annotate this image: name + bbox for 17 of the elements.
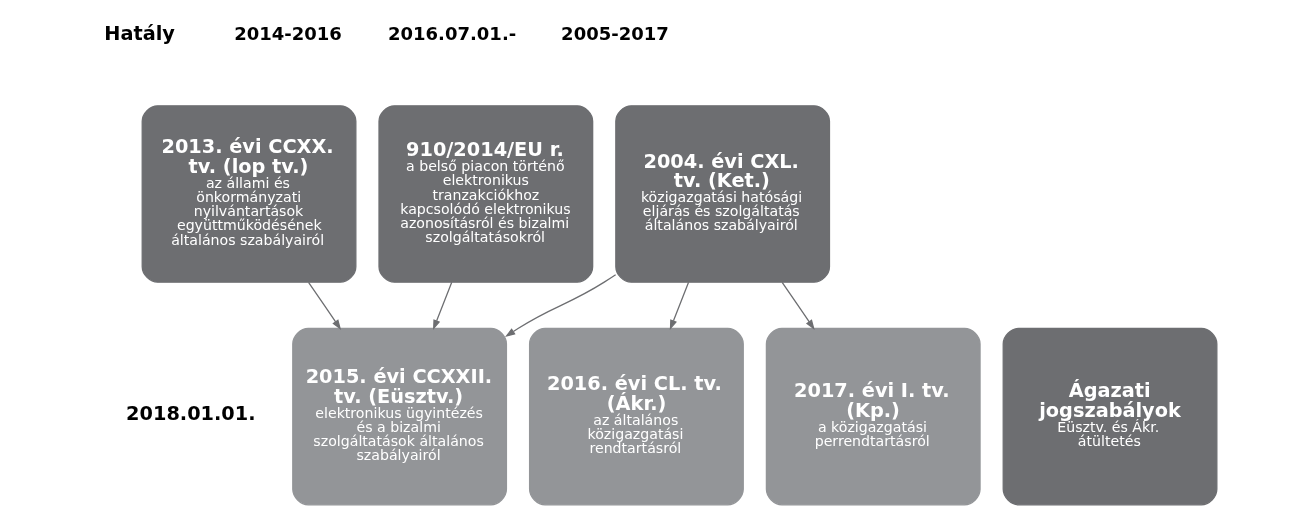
node-label: 2005-2017: [560, 22, 669, 44]
arrow: [432, 281, 452, 331]
label: 2018.01.01.: [125, 401, 256, 425]
arrow: [504, 274, 616, 337]
node-box: 2016. évi CL. tv. (Ákr.) az általános közigazgatási rendtartásról: [528, 327, 744, 506]
node-box: 2017. évi I. tv. (Kp.) a közigazgatási perrendtartásról: [765, 327, 981, 506]
node-label: 2014-2016: [233, 22, 342, 44]
label: Hatály: [103, 21, 175, 45]
node-label: 2016.07.01.-: [387, 22, 516, 44]
node-box: 910/2014/EU r. a belső piacon történő elektronikus tranzakciókhoz kapcsolódó elektronikus azonosításról és bizalmi szolgáltatásokról: [377, 105, 593, 283]
node-box: 2015. évi CCXXII. tv. (Eüsztv.) elektronikus ügyintézés és a bizalmi szolgáltatások általános szabályairól: [291, 327, 507, 506]
arrow: [307, 281, 341, 330]
arrow: [781, 281, 815, 330]
node-box: 2004. évi CXL. tv. (Ket.) közigazgatási hatósági eljárás és szolgáltatás általános szabályairól: [614, 105, 830, 283]
node-box: 2013. évi CCXX. tv. (lop tv.) az állami és önkormányzati nyilvántartások együttműködésének általános szabályairól: [141, 105, 356, 283]
arrow: [669, 281, 689, 331]
node-box: Ágazati jogszabályok Eüsztv. és Ákr. átültetés: [1002, 327, 1217, 506]
